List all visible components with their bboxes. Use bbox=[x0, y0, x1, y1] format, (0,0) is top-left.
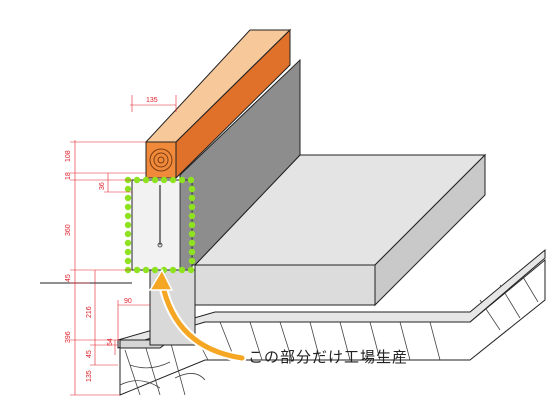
highlight-dot bbox=[124, 203, 132, 211]
timber-sill bbox=[144, 28, 292, 180]
highlight-dot bbox=[187, 266, 195, 274]
dimension-labels: 135 108 18 36 360 45 216 90 396 45 54 13… bbox=[65, 97, 158, 382]
dim-slab: 216 bbox=[86, 306, 93, 318]
highlight-dot bbox=[124, 248, 132, 256]
highlight-dot bbox=[124, 194, 132, 202]
dimension-lines bbox=[70, 95, 177, 396]
dim-wall-height: 360 bbox=[65, 224, 72, 236]
highlight-dot bbox=[188, 230, 196, 238]
highlight-dot bbox=[188, 212, 196, 220]
dim-footing-top: 45 bbox=[86, 350, 93, 358]
highlight-dot bbox=[151, 176, 159, 184]
precast-section bbox=[131, 179, 193, 271]
dim-footing-step: 54 bbox=[107, 338, 114, 346]
highlight-dot bbox=[124, 221, 132, 229]
highlight-dot bbox=[188, 257, 196, 265]
highlight-dot bbox=[188, 239, 196, 247]
highlight-dot bbox=[188, 194, 196, 202]
highlight-dot bbox=[188, 221, 196, 229]
dim-offset: 90 bbox=[124, 298, 132, 305]
highlight-dot bbox=[187, 176, 195, 184]
wood-grain-icon bbox=[149, 148, 173, 172]
highlight-dot bbox=[124, 230, 132, 238]
highlight-dot bbox=[133, 266, 141, 274]
dim-precast-top: 36 bbox=[99, 182, 106, 190]
highlight-dot bbox=[151, 266, 159, 274]
highlight-dot bbox=[188, 248, 196, 256]
highlight-dot bbox=[142, 176, 150, 184]
dim-joint: 45 bbox=[65, 274, 72, 282]
concrete-slab bbox=[193, 153, 487, 307]
dim-gap-top: 18 bbox=[65, 172, 72, 180]
callout-label: この部分だけ工場生産 bbox=[248, 348, 408, 366]
highlight-dot bbox=[124, 239, 132, 247]
highlight-dot bbox=[124, 185, 132, 193]
highlight-dot bbox=[160, 176, 168, 184]
callout-arrow bbox=[148, 268, 247, 363]
highlight-dot bbox=[188, 185, 196, 193]
dim-sill-height: 108 bbox=[65, 150, 72, 162]
highlight-dot bbox=[124, 257, 132, 265]
lean-concrete bbox=[117, 248, 546, 349]
highlight-dot bbox=[169, 176, 177, 184]
highlight-dot bbox=[169, 266, 177, 274]
highlight-dot bbox=[178, 176, 186, 184]
highlight-dot bbox=[142, 266, 150, 274]
highlight-dot bbox=[124, 212, 132, 220]
highlight-dot bbox=[178, 266, 186, 274]
highlight-dotted-frame bbox=[124, 176, 196, 274]
dim-base-total: 396 bbox=[65, 331, 72, 343]
dim-footing-bottom: 135 bbox=[86, 370, 93, 382]
highlight-dot bbox=[133, 176, 141, 184]
dim-top-width: 135 bbox=[146, 97, 158, 104]
highlight-dot bbox=[188, 203, 196, 211]
